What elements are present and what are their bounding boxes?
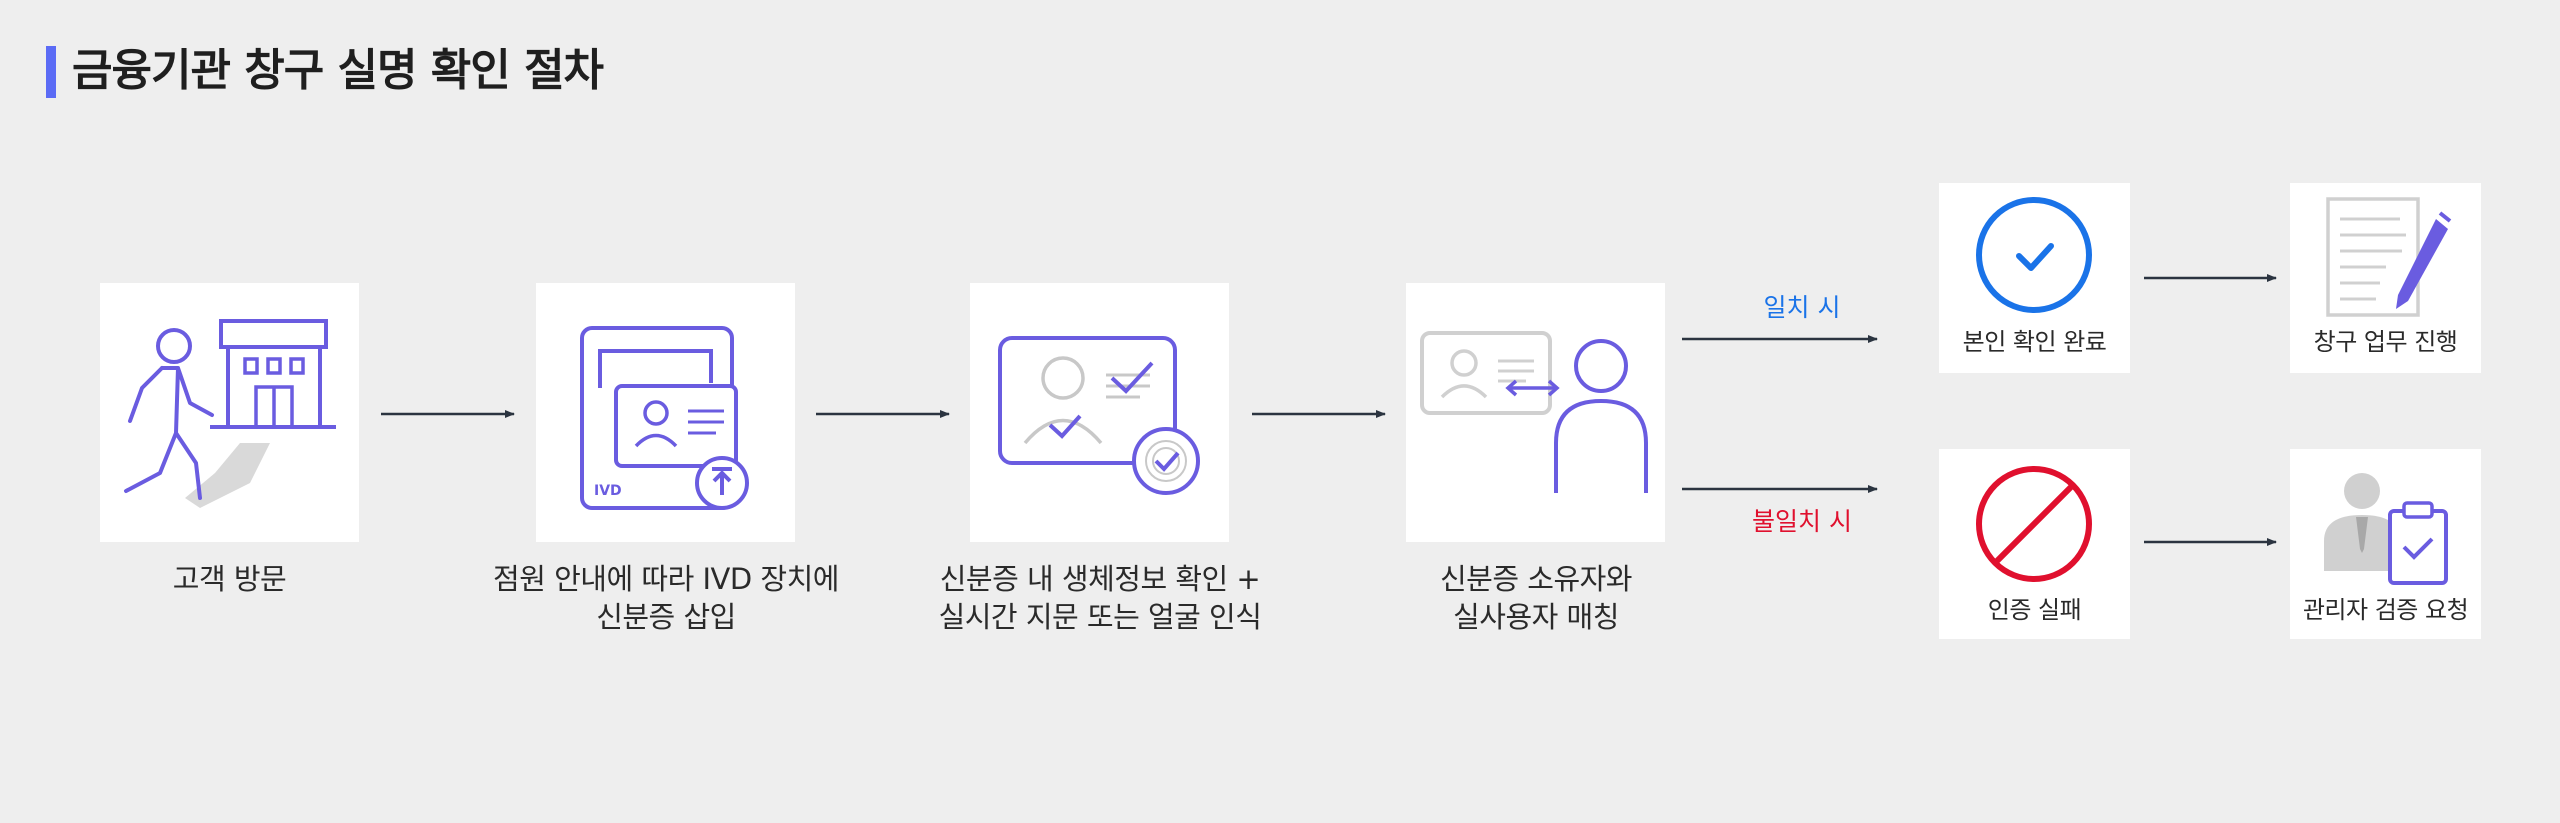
id-card-insert-device-icon: IVD: [580, 326, 749, 510]
document-pen-icon: [2326, 197, 2452, 317]
caption-line: 실시간 지문 또는 얼굴 인식: [938, 600, 1262, 634]
step-card-visit: [100, 283, 359, 542]
step-card-biometric: [970, 283, 1229, 542]
next-card-match: 창구 업무 진행: [2290, 183, 2481, 373]
result-card-mismatch: 인증 실패: [1939, 449, 2130, 639]
caption-line: 실사용자 매칭: [1453, 600, 1619, 634]
result-caption-mismatch: 인증 실패: [1987, 596, 2082, 624]
step-caption-match: 신분증 소유자와 실사용자 매칭: [1386, 560, 1686, 636]
page-title: 금융기관 창구 실명 확인 절차: [72, 45, 604, 96]
step-caption-biometric: 신분증 내 생체정보 확인 + 실시간 지문 또는 얼굴 인식: [900, 560, 1300, 636]
check-circle-icon: [1976, 197, 2092, 313]
branch-label-match: 일치 시: [1763, 293, 1841, 322]
result-caption-match: 본인 확인 완료: [1962, 328, 2107, 356]
caption-line: 신분증 소유자와: [1440, 562, 1632, 596]
manager-clipboard-icon: [2324, 473, 2448, 585]
caption-line: 신분증 삽입: [596, 600, 736, 634]
step-card-insert: IVD: [536, 283, 795, 542]
step-card-match: [1406, 283, 1665, 542]
caption-line: 고객 방문: [172, 562, 287, 596]
title-accent-bar: [46, 46, 56, 98]
biometric-id-check-icon: [998, 336, 1200, 495]
walking-person-bank-icon: [124, 319, 336, 508]
caption-line: 점원 안내에 따라 IVD 장치에: [493, 562, 839, 596]
caption-line: 신분증 내 생체정보 확인 +: [939, 562, 1261, 596]
step-caption-insert: 점원 안내에 따라 IVD 장치에 신분증 삽입: [446, 560, 886, 636]
next-card-mismatch: 관리자 검증 요청: [2290, 449, 2481, 639]
branch-label-mismatch: 불일치 시: [1752, 507, 1852, 536]
next-caption-mismatch: 관리자 검증 요청: [2302, 596, 2469, 624]
next-caption-match: 창구 업무 진행: [2313, 328, 2458, 356]
prohibited-icon: [1976, 466, 2092, 582]
device-label: IVD: [594, 483, 622, 499]
id-holder-match-icon: [1420, 331, 1648, 493]
result-card-match: 본인 확인 완료: [1939, 183, 2130, 373]
step-caption-visit: 고객 방문: [100, 560, 359, 598]
